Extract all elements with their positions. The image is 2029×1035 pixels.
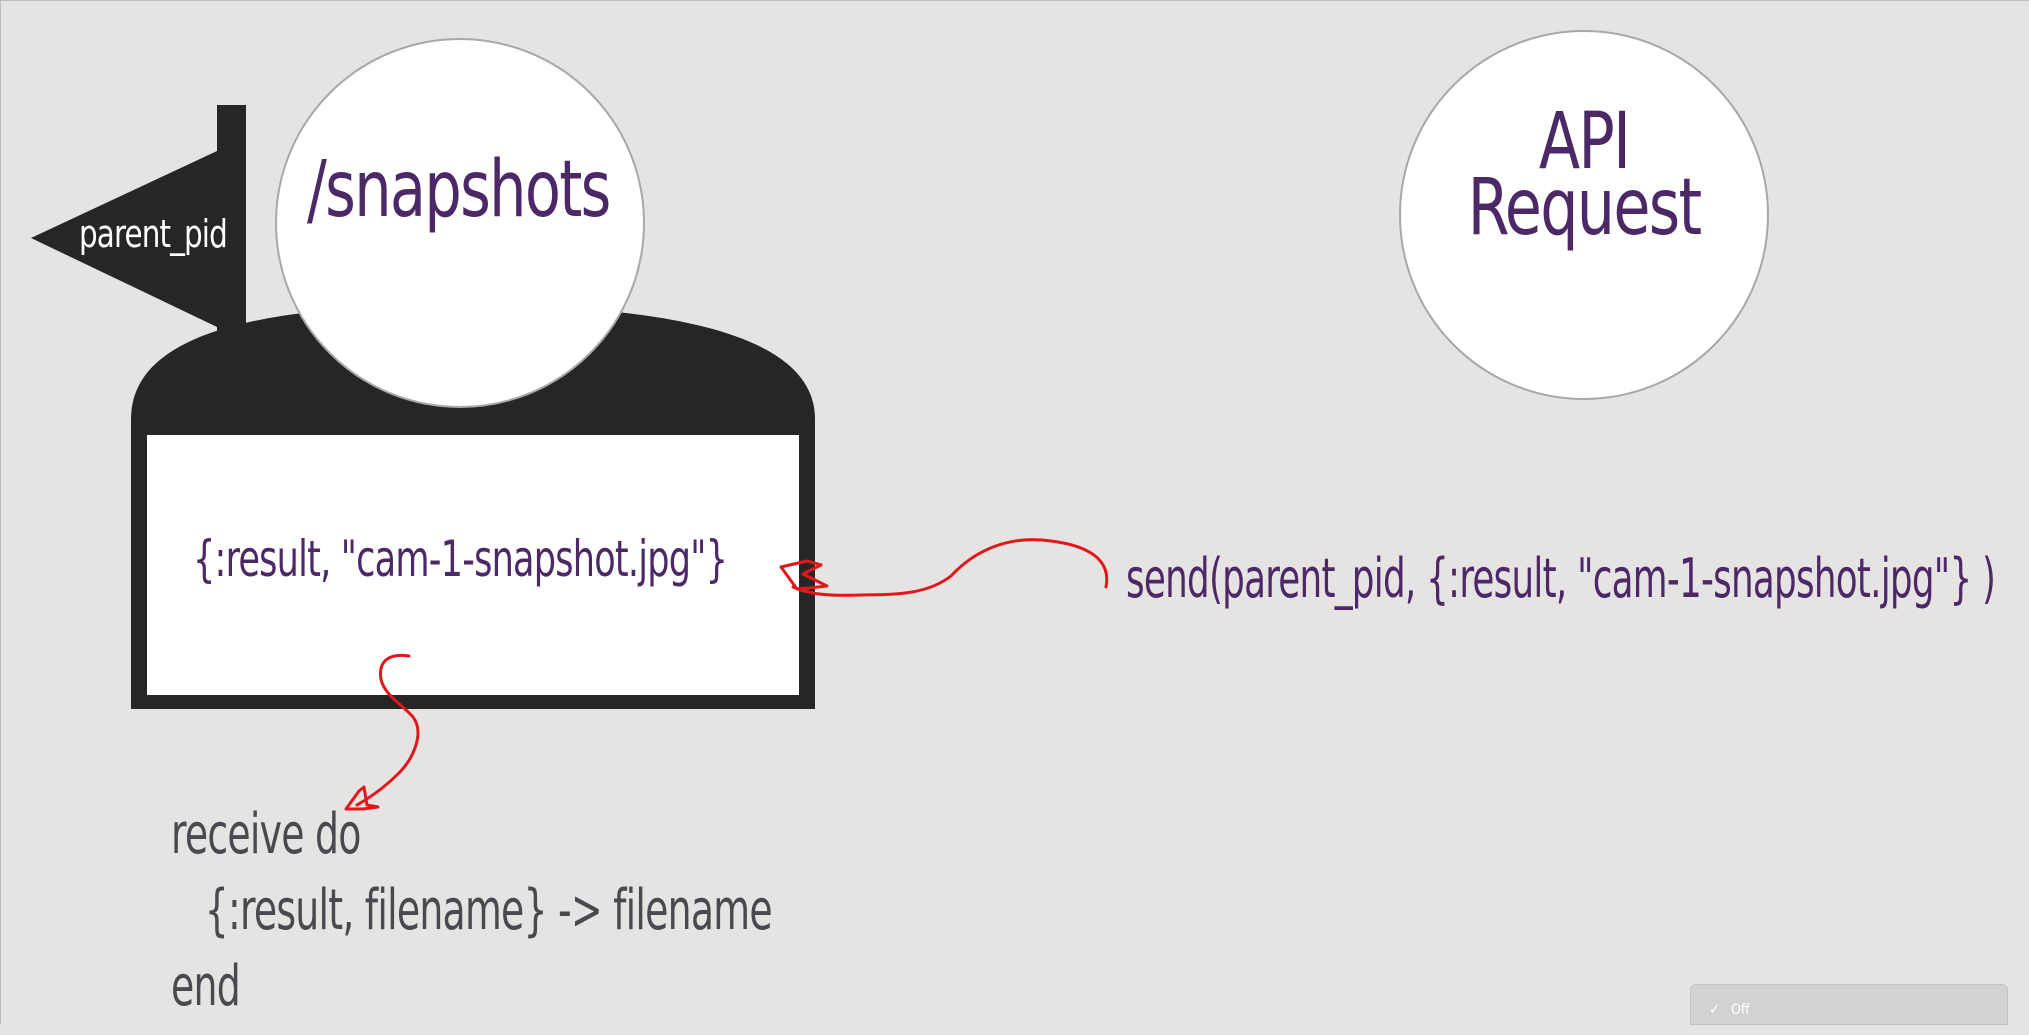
send-call-text: send(parent_pid, {:result, "cam-1-snapsh…	[1126, 547, 1996, 610]
receive-arrow-head	[344, 785, 380, 811]
flag-pole	[217, 105, 246, 345]
flag-label: parent_pid	[79, 212, 228, 256]
receive-arrow-stroke	[355, 653, 420, 807]
flag-pennant	[31, 151, 217, 327]
code-line-end: end	[171, 954, 241, 1019]
send-arrow-head	[779, 559, 829, 591]
api-request-title: API Request	[1467, 97, 1703, 253]
send-arrow-stroke	[791, 538, 1109, 597]
caption-toggle[interactable]: ✓ Off	[1690, 984, 2008, 1025]
receive-code-block: receive do {:result, filename} -> filena…	[171, 802, 773, 1035]
process-mailbox	[147, 435, 799, 695]
code-line-receive: receive do	[171, 802, 361, 867]
mailbox-message: {:result, "cam-1-snapshot.jpg"}	[193, 530, 728, 588]
api-request-circle	[1399, 30, 1769, 400]
code-line-match: {:result, filename} -> filename	[171, 878, 773, 943]
process-circle	[275, 38, 645, 408]
process-name: /snapshots	[307, 145, 611, 235]
checkmark-icon: ✓	[1709, 1000, 1721, 1018]
caption-toggle-label: Off	[1731, 1002, 1750, 1018]
